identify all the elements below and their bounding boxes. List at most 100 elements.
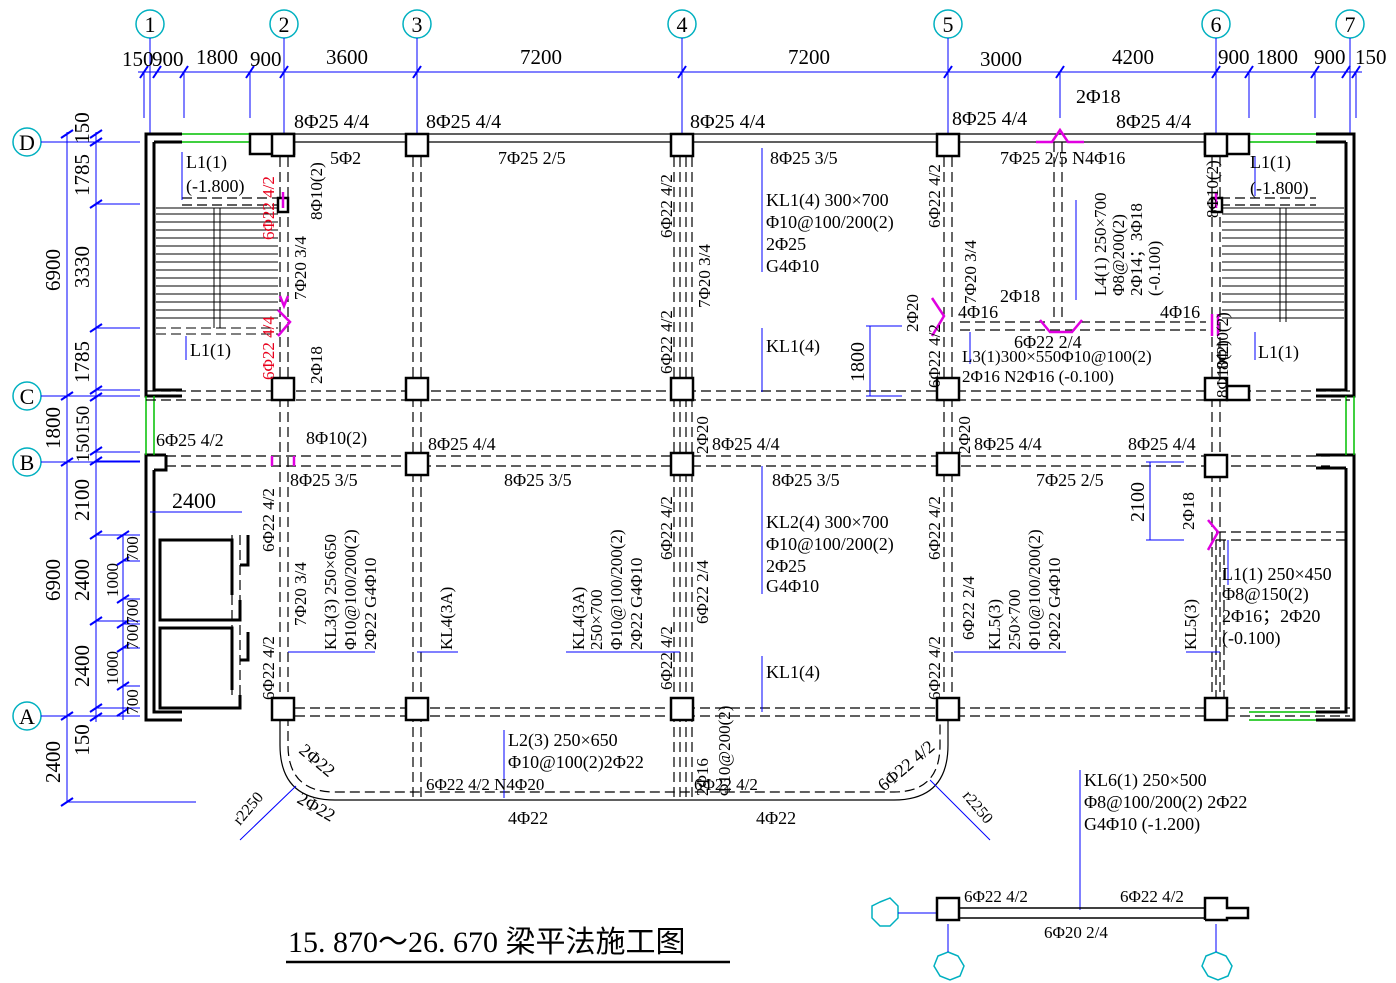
- beam-note: 7Φ25 2/5 N4Φ16: [1000, 148, 1125, 168]
- beam-note: Φ10@100(2)2Φ22: [508, 752, 644, 773]
- leader-lines: [150, 148, 1256, 910]
- dim-text: 1800: [1256, 45, 1298, 69]
- axis-bubble: [1201, 951, 1233, 981]
- bar-note: 6Φ22 2/4: [693, 560, 712, 624]
- beam-note: 8Φ25 4/4: [974, 434, 1042, 454]
- bar-note: 2Φ22: [294, 788, 339, 825]
- beam-note: G4Φ10: [766, 576, 819, 596]
- dim-text: 700: [123, 536, 142, 562]
- beam-note: 2Φ25: [766, 556, 806, 576]
- bar-note: 6Φ22 4/2: [657, 496, 676, 560]
- beam-note: 8Φ25 4/4: [294, 111, 369, 133]
- column: [270, 696, 296, 722]
- beam-note: KL2(4) 300×700: [766, 512, 889, 533]
- bar-note: 5Φ2: [330, 148, 361, 168]
- column: [669, 376, 695, 402]
- axis-label: A: [19, 704, 35, 729]
- bar-note: 6Φ22 4/2: [925, 496, 944, 560]
- bar-note: 8Φ10(2): [1203, 160, 1222, 218]
- beam-note: 8Φ25 3/5: [290, 470, 358, 490]
- bar-note: 2Φ16: [693, 758, 712, 796]
- dim-text: 900: [250, 47, 282, 71]
- bar-note: 2Φ20: [903, 294, 922, 332]
- beam-note: Φ10@100/200(2): [1025, 529, 1044, 650]
- axis-label: 5: [943, 12, 954, 37]
- bar-note: 6Φ22 4/2: [925, 324, 944, 388]
- beam-note: Φ10@100/200(2): [766, 212, 894, 233]
- beam-note: Φ8@100/200(2) 2Φ22: [1084, 792, 1247, 813]
- dim-text: 7200: [520, 45, 562, 69]
- beam-note: 250×700: [1005, 589, 1024, 650]
- dim-text: 150: [70, 724, 94, 756]
- beam-note: (-0.100): [1145, 241, 1164, 296]
- axis-label: 3: [412, 12, 423, 37]
- dim-text: 1800: [41, 407, 65, 449]
- beam-note: 2Φ18: [1076, 86, 1121, 108]
- beam-lines: [146, 133, 1350, 801]
- dim-text: 150: [1355, 45, 1387, 69]
- axis-label: 1: [145, 12, 156, 37]
- axis-label: B: [20, 450, 35, 475]
- stair-right: [1222, 207, 1344, 322]
- dim-text: 4200: [1112, 45, 1154, 69]
- beam-note: L1(1): [1250, 152, 1291, 173]
- bar-note: 7Φ20 3/4: [291, 562, 310, 626]
- axis-label: C: [20, 384, 35, 409]
- bar-note: 2Φ22: [295, 740, 339, 781]
- dim-text: 150: [73, 406, 94, 435]
- outer-walls: [144, 132, 1356, 722]
- bar-note: 7Φ20 3/4: [961, 240, 980, 304]
- dim-text: 900: [1314, 45, 1346, 69]
- bar-note: 2400: [172, 488, 216, 513]
- beam-note: (-1.800): [1250, 178, 1308, 199]
- left-dimension-texts: 150 1785 3330 1785 6900 150 1800 150 210…: [41, 112, 142, 783]
- beam-note: Φ10@100/200(2): [341, 529, 360, 650]
- axis-bubble: [933, 951, 965, 981]
- beam-note: L2(3) 250×650: [508, 730, 618, 751]
- bar-note: 2Φ18: [1000, 286, 1040, 306]
- bar-note: 8Φ10(2): [1213, 312, 1232, 370]
- beam-note: L3(1)300×550Φ10@100(2): [962, 347, 1152, 366]
- bar-note: 4Φ16: [958, 302, 998, 322]
- beam-note: 2Φ22 G4Φ10: [1045, 558, 1064, 650]
- beam-note: 2Φ16 N2Φ16 (-0.100): [962, 367, 1114, 386]
- beam-note: L4(1) 250×700: [1091, 192, 1110, 296]
- column: [1203, 132, 1229, 158]
- axis-label: 6: [1211, 12, 1222, 37]
- page-title: 15. 870～26. 670 梁平法施工图: [288, 926, 686, 959]
- dim-text: 2400: [70, 645, 94, 687]
- column: [935, 376, 961, 402]
- dim-text: 2100: [70, 479, 94, 521]
- red-note: 6Φ22 4/4: [259, 316, 278, 380]
- bar-note: r2250: [959, 788, 996, 828]
- beam-note: Φ10@100/200(2): [607, 529, 626, 650]
- beam-note: 6Φ25 4/2: [156, 430, 224, 450]
- dim-text: 1785: [70, 341, 94, 383]
- bar-note: 6Φ22 4/2: [925, 164, 944, 228]
- column: [1225, 384, 1251, 402]
- bar-note: 6Φ22 4/2: [874, 736, 939, 795]
- bar-note: 6Φ22 4/2: [657, 626, 676, 690]
- annotations: 8Φ25 4/4 8Φ25 4/4 8Φ25 4/4 8Φ25 4/4 8Φ25…: [156, 86, 1332, 942]
- dim-text: 3600: [326, 45, 368, 69]
- column: [270, 132, 296, 158]
- beam-note: 2Φ16；2Φ20: [1222, 606, 1320, 626]
- beam-note: KL4(3A): [437, 587, 456, 650]
- axis-labels-top: 1 2 3 4 5 6 7: [145, 12, 1356, 37]
- bar-note: 2Φ18: [307, 346, 326, 384]
- bar-note: 8Φ10(2): [1213, 340, 1232, 398]
- column: [935, 132, 961, 158]
- bar-note: 6Φ22 4/2: [259, 636, 278, 700]
- bar-note: 6Φ22 4/2 N4Φ20: [426, 775, 544, 794]
- dim-text: 6900: [41, 249, 65, 291]
- axis-label: 4: [677, 12, 688, 37]
- beam-note: 6Φ20 2/4: [1044, 923, 1108, 942]
- beam-note: L1(1): [1258, 342, 1299, 363]
- beam-note: KL4(3A): [569, 587, 588, 650]
- beam-note: Φ8@200(2): [1109, 214, 1128, 296]
- bar-note: 2Φ20: [693, 416, 712, 454]
- beam-note: 7Φ25 2/5: [1036, 470, 1104, 490]
- axis-label: 7: [1345, 12, 1356, 37]
- beam-note: KL1(4): [766, 336, 820, 357]
- bar-note: 2100: [1127, 482, 1149, 522]
